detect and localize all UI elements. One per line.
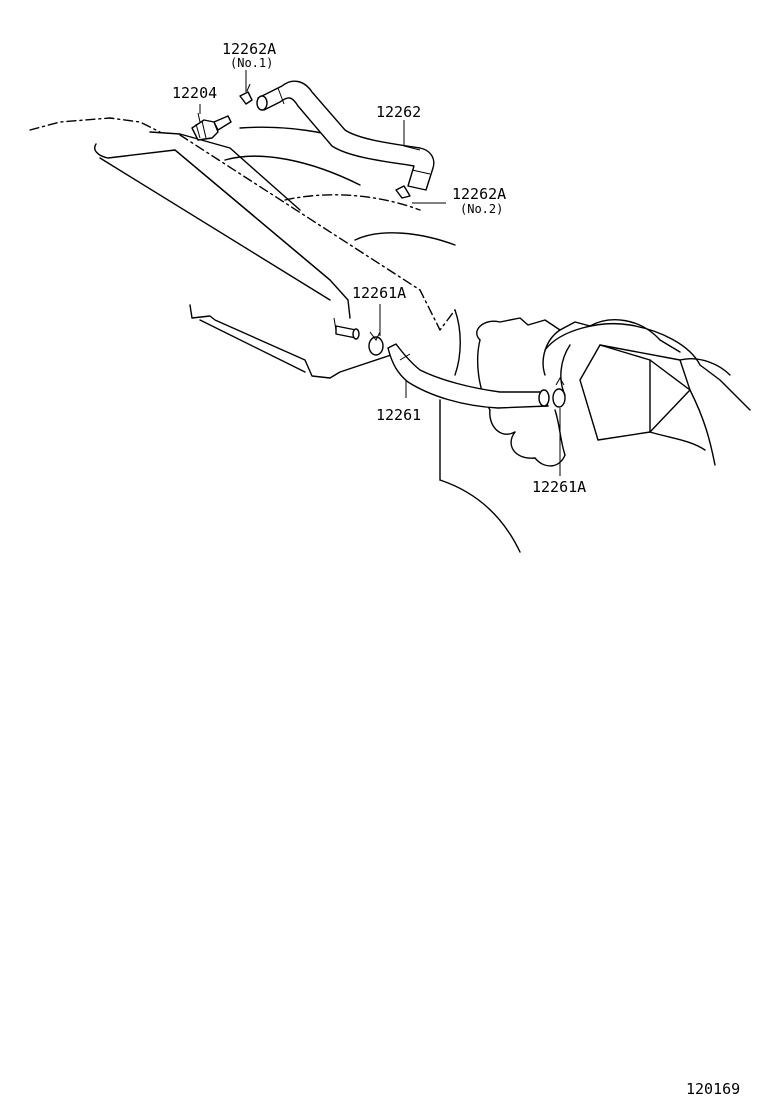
label-12262a-no2: 12262A: [452, 185, 506, 203]
hose-12261: [387, 343, 550, 409]
clip-12262a-no2: [395, 185, 411, 199]
leader-lines: [199, 70, 561, 476]
label-12262a-no1: 12262A: [222, 40, 276, 58]
hose-12262: [256, 80, 435, 191]
figure-number: 120169: [686, 1080, 740, 1098]
pcv-valve-12204: [191, 112, 232, 141]
label-12261a-upper: 12261A: [352, 284, 406, 302]
air-cleaner-assembly: [476, 317, 751, 467]
label-12204: 12204: [172, 84, 217, 102]
label-12262a-no2-sub: (No.2): [460, 202, 503, 216]
clip-12262a-no1: [239, 83, 253, 105]
label-12261: 12261: [376, 406, 421, 424]
label-12261a-lower: 12261A: [532, 478, 586, 496]
label-12262a-no1-sub: (No.1): [230, 56, 273, 70]
label-12262: 12262: [376, 103, 421, 121]
engine-nipple: [333, 317, 360, 340]
clip-12261a-upper: [368, 331, 384, 356]
engine-outline: [29, 117, 521, 553]
clip-12261a-lower: [552, 376, 566, 408]
